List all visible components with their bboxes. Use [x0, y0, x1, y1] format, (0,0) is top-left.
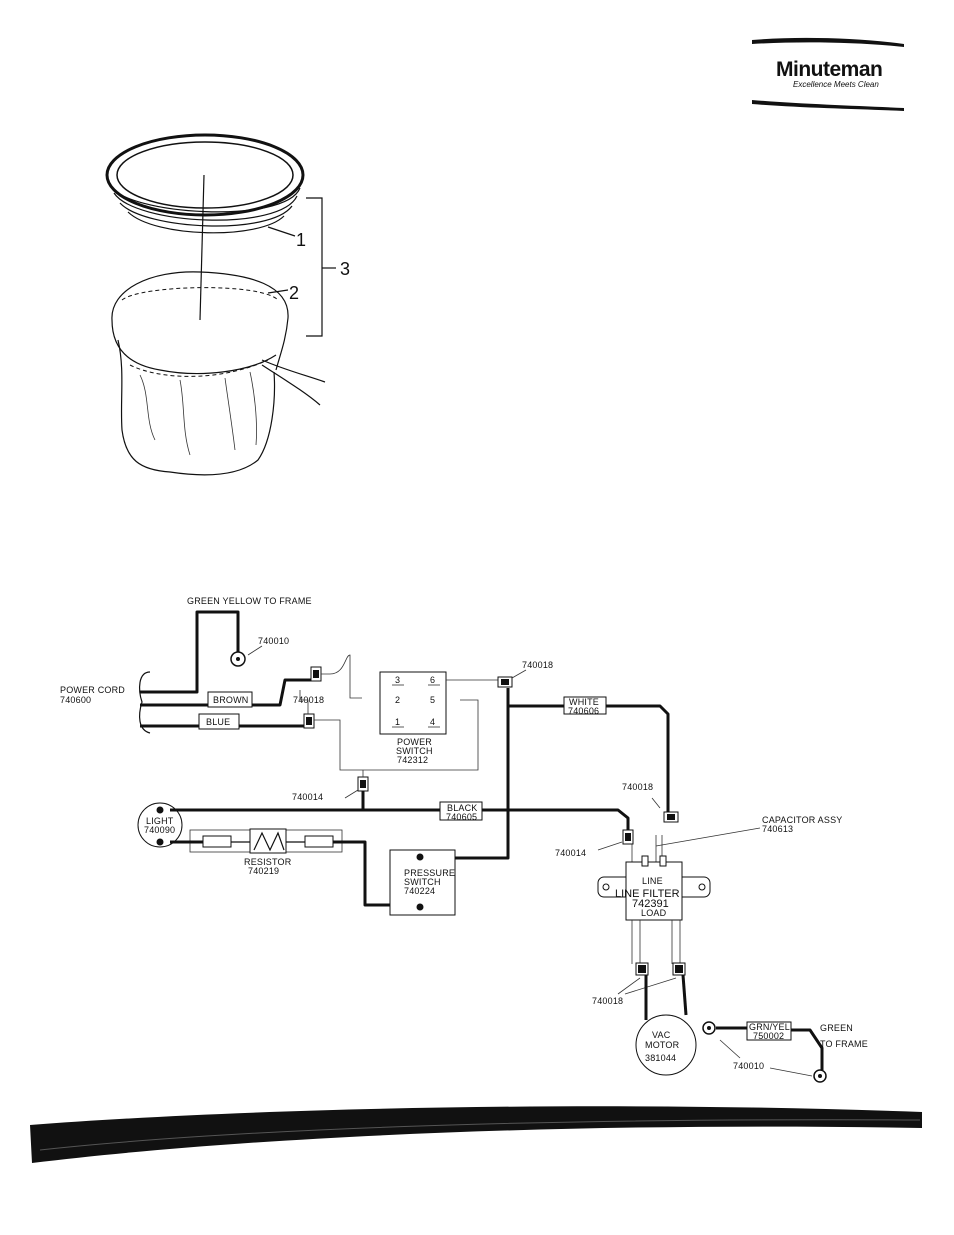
label-capacitor-part: 740613	[762, 824, 793, 834]
wiring-diagram: GREEN YELLOW TO FRAME 740010 POWER CORD …	[60, 596, 868, 1083]
switch-term-2: 2	[395, 695, 400, 705]
label-green: GREEN	[820, 1023, 853, 1033]
label-conn-top-right: 740018	[522, 660, 553, 670]
callout-2: 2	[289, 283, 299, 303]
label-conn-left: 740018	[293, 695, 324, 705]
label-line-filter: LINE FILTER	[615, 888, 680, 900]
label-conn-mid: 740014	[292, 792, 323, 802]
label-vac: VAC	[652, 1030, 671, 1040]
label-light: LIGHT	[146, 816, 174, 826]
label-blue: BLUE	[206, 717, 230, 727]
label-motor: MOTOR	[645, 1040, 680, 1050]
label-black-part: 740605	[446, 812, 477, 822]
callout-3: 3	[340, 259, 350, 279]
filter-bag	[111, 271, 326, 476]
resistor-right-tube	[304, 835, 334, 848]
logo-tagline: Excellence Meets Clean	[793, 80, 879, 89]
label-grn-yel: GRN/YEL	[749, 1022, 790, 1032]
label-grn-yel-part: 750002	[753, 1031, 784, 1041]
power-switch	[379, 671, 447, 735]
label-brown: BROWN	[213, 695, 249, 705]
label-line-filter-part: 742391	[632, 898, 669, 910]
label-power-switch-line2: SWITCH	[396, 746, 433, 756]
brown-wire-tag	[207, 691, 253, 708]
pressure-switch	[389, 849, 456, 916]
callout-1: 1	[296, 230, 306, 250]
minuteman-logo: Minuteman Excellence Meets Clean	[752, 37, 904, 111]
label-motor-part: 381044	[645, 1053, 676, 1063]
label-power-switch-line1: POWER	[397, 737, 432, 747]
label-resistor: RESISTOR	[244, 857, 292, 867]
label-conn-bottom: 740018	[592, 996, 623, 1006]
light-fixture	[137, 802, 183, 848]
switch-term-3: 3	[395, 675, 400, 685]
label-to-frame: TO FRAME	[820, 1039, 868, 1049]
switch-term-4: 4	[430, 717, 435, 727]
label-line: LINE	[642, 876, 663, 886]
label-conn-right-low: 740014	[555, 848, 586, 858]
switch-term-6: 6	[430, 675, 435, 685]
label-power-switch-part: 742312	[397, 755, 428, 765]
label-light-part: 740090	[144, 825, 175, 835]
label-pressure-part: 740224	[404, 886, 435, 896]
filter-ring	[105, 133, 305, 234]
blue-wire-tag	[198, 713, 240, 730]
footer-swoosh	[30, 1106, 922, 1163]
label-white: WHITE	[569, 697, 599, 707]
switch-term-5: 5	[430, 695, 435, 705]
switch-term-1: 1	[395, 717, 400, 727]
label-resistor-part: 740219	[248, 866, 279, 876]
label-pressure-line2: SWITCH	[404, 877, 441, 887]
label-green-yellow-to-frame: GREEN YELLOW TO FRAME	[187, 596, 312, 606]
resistor-element	[249, 828, 287, 854]
label-ground-top-part: 740010	[258, 636, 289, 646]
label-black: BLACK	[447, 803, 478, 813]
label-load: LOAD	[641, 908, 667, 918]
line-filter	[597, 855, 711, 921]
label-power-cord: POWER CORD	[60, 685, 125, 695]
label-ground-bottom-part: 740010	[733, 1061, 764, 1071]
label-capacitor: CAPACITOR ASSY	[762, 815, 843, 825]
filter-bag-illustration: 1 2 3	[105, 133, 350, 476]
label-pressure-line1: PRESSURE	[404, 868, 455, 878]
logo-wordmark: Minuteman	[776, 58, 882, 81]
resistor-left-tube	[202, 835, 232, 848]
label-conn-right: 740018	[622, 782, 653, 792]
label-power-cord-part: 740600	[60, 695, 91, 705]
vac-motor	[635, 1014, 697, 1076]
label-white-part: 740606	[568, 706, 599, 716]
